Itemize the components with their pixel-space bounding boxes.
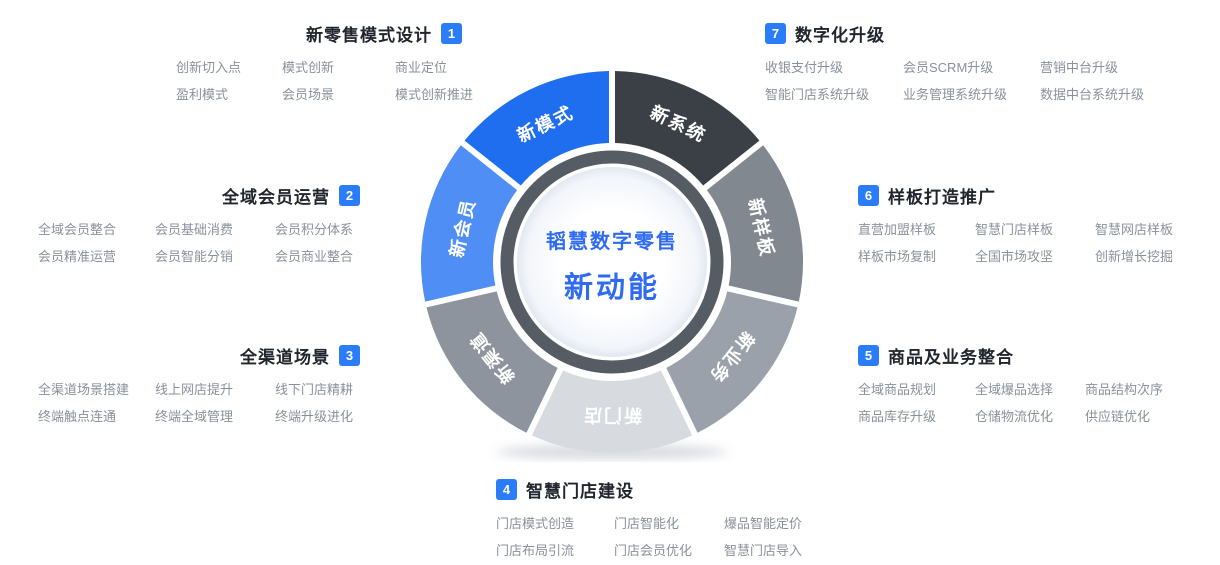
section-7-number-badge: 7 [765, 22, 786, 44]
section-4-item: 爆品智能定价 [724, 516, 803, 531]
section-5-item: 全域爆品选择 [975, 382, 1054, 397]
section-5-item: 仓储物流优化 [975, 409, 1054, 424]
section-2-item: 会员智能分销 [155, 249, 234, 264]
section-7-title: 数字化升级 [795, 25, 885, 45]
section-6-item: 直营加盟样板 [858, 222, 937, 237]
section-3-item: 线下门店精耕 [275, 382, 354, 397]
section-1-item: 模式创新 [282, 60, 335, 75]
section-2-item: 会员商业整合 [275, 249, 354, 264]
wheel-segment-5 [426, 291, 558, 433]
section-6-title: 样板打造推广 [888, 187, 996, 207]
section-1-title: 新零售模式设计 [306, 25, 432, 45]
section-omni-member-operation: 全域会员运营 2 全域会员整合 会员基础消费 会员积分体系 会员精准运营 会员智… [38, 184, 360, 265]
section-3-item: 终端升级进化 [275, 409, 354, 424]
wheel-segment-2 [706, 145, 804, 302]
section-2-item: 会员基础消费 [155, 222, 234, 237]
section-product-business-integration: 5 商品及业务整合 全域商品规划 全域爆品选择 商品结构次序 商品库存升级 仓储… [858, 344, 1188, 425]
section-2-item: 会员积分体系 [275, 222, 354, 237]
wheel-segment-7 [464, 71, 609, 186]
section-4-item: 门店布局引流 [496, 543, 575, 558]
section-5-number-badge: 5 [858, 344, 879, 366]
section-2-title: 全域会员运营 [222, 187, 330, 207]
section-4-number-badge: 4 [496, 478, 517, 500]
section-5-items: 全域商品规划 全域爆品选择 商品结构次序 商品库存升级 仓储物流优化 供应链优化 [858, 379, 1188, 425]
section-5-item: 商品库存升级 [858, 409, 937, 424]
section-2-number-badge: 2 [339, 184, 360, 206]
section-3-item: 终端全域管理 [155, 409, 234, 424]
section-5-title: 商品及业务整合 [888, 347, 1014, 367]
section-2-title-row: 全域会员运营 2 [38, 184, 360, 207]
section-1-items: 创新切入点 模式创新 商业定位 盈利模式 会员场景 模式创新推进 [176, 57, 473, 103]
section-model-promotion: 6 样板打造推广 直营加盟样板 智慧门店样板 智慧网店样板 样板市场复制 全国市… [858, 184, 1188, 265]
section-6-item: 样板市场复制 [858, 249, 937, 264]
section-1-item: 盈利模式 [176, 87, 229, 102]
section-6-item: 智慧门店样板 [975, 222, 1054, 237]
section-2-item: 全域会员整合 [38, 222, 117, 237]
wheel-segment-1 [615, 71, 760, 186]
section-new-retail-model-design: 新零售模式设计 1 创新切入点 模式创新 商业定位 盈利模式 会员场景 模式创新… [176, 22, 473, 103]
section-5-item: 供应链优化 [1085, 409, 1151, 424]
section-7-item: 会员SCRM升级 [903, 60, 994, 75]
section-3-item: 线上网店提升 [155, 382, 234, 397]
section-smart-store-construction: 4 智慧门店建设 门店模式创造 门店智能化 爆品智能定价 门店布局引流 门店会员… [496, 478, 826, 559]
section-2-item: 会员精准运营 [38, 249, 117, 264]
wheel-segment-4 [531, 370, 693, 454]
section-7-item: 业务管理系统升级 [903, 87, 1008, 102]
wheel-segment-6 [420, 145, 518, 302]
section-6-item: 智慧网店样板 [1095, 222, 1174, 237]
section-3-title: 全渠道场景 [240, 347, 330, 367]
section-3-item: 终端触点连通 [38, 409, 117, 424]
section-7-items: 收银支付升级 会员SCRM升级 营销中台升级 智能门店系统升级 业务管理系统升级… [765, 57, 1185, 103]
section-6-items: 直营加盟样板 智慧门店样板 智慧网店样板 样板市场复制 全国市场攻坚 创新增长挖… [858, 219, 1188, 265]
section-omni-channel-scene: 全渠道场景 3 全渠道场景搭建 线上网店提升 线下门店精耕 终端触点连通 终端全… [38, 344, 360, 425]
section-7-item: 智能门店系统升级 [765, 87, 870, 102]
section-3-item: 全渠道场景搭建 [38, 382, 130, 397]
wheel-inner-ring [500, 150, 724, 374]
wheel-center-circle [517, 167, 707, 357]
wheel-segment-3 [666, 291, 798, 433]
section-1-item: 创新切入点 [176, 60, 242, 75]
section-1-item: 商业定位 [395, 60, 448, 75]
section-4-title-row: 4 智慧门店建设 [496, 478, 826, 501]
section-7-title-row: 7 数字化升级 [765, 22, 1185, 45]
section-7-item: 营销中台升级 [1040, 60, 1119, 75]
section-4-item: 门店智能化 [614, 516, 680, 531]
section-5-item: 商品结构次序 [1085, 382, 1164, 397]
wheel-segment-label-4: 新门店 [582, 405, 642, 426]
section-6-item: 全国市场攻坚 [975, 249, 1054, 264]
section-4-item: 智慧门店导入 [724, 543, 803, 558]
section-7-item: 收银支付升级 [765, 60, 844, 75]
section-1-item: 会员场景 [282, 87, 335, 102]
section-3-number-badge: 3 [339, 344, 360, 366]
section-digital-upgrade: 7 数字化升级 收银支付升级 会员SCRM升级 营销中台升级 智能门店系统升级 … [765, 22, 1185, 103]
section-4-item: 门店会员优化 [614, 543, 693, 558]
section-5-item: 全域商品规划 [858, 382, 937, 397]
section-4-item: 门店模式创造 [496, 516, 575, 531]
section-5-title-row: 5 商品及业务整合 [858, 344, 1188, 367]
section-3-title-row: 全渠道场景 3 [38, 344, 360, 367]
wheel-center-title: 韬慧数字零售 [546, 229, 678, 253]
section-4-title: 智慧门店建设 [526, 481, 634, 501]
section-7-item: 数据中台系统升级 [1040, 87, 1145, 102]
section-6-number-badge: 6 [858, 184, 879, 206]
section-1-title-row: 新零售模式设计 1 [176, 22, 462, 45]
section-4-items: 门店模式创造 门店智能化 爆品智能定价 门店布局引流 门店会员优化 智慧门店导入 [496, 513, 826, 559]
section-6-title-row: 6 样板打造推广 [858, 184, 1188, 207]
section-2-items: 全域会员整合 会员基础消费 会员积分体系 会员精准运营 会员智能分销 会员商业整… [38, 219, 360, 265]
section-1-number-badge: 1 [441, 22, 462, 44]
section-6-item: 创新增长挖掘 [1095, 249, 1174, 264]
section-3-items: 全渠道场景搭建 线上网店提升 线下门店精耕 终端触点连通 终端全域管理 终端升级… [38, 379, 360, 425]
wheel-center-subtitle: 新动能 [564, 271, 660, 304]
section-1-item: 模式创新推进 [395, 87, 474, 102]
